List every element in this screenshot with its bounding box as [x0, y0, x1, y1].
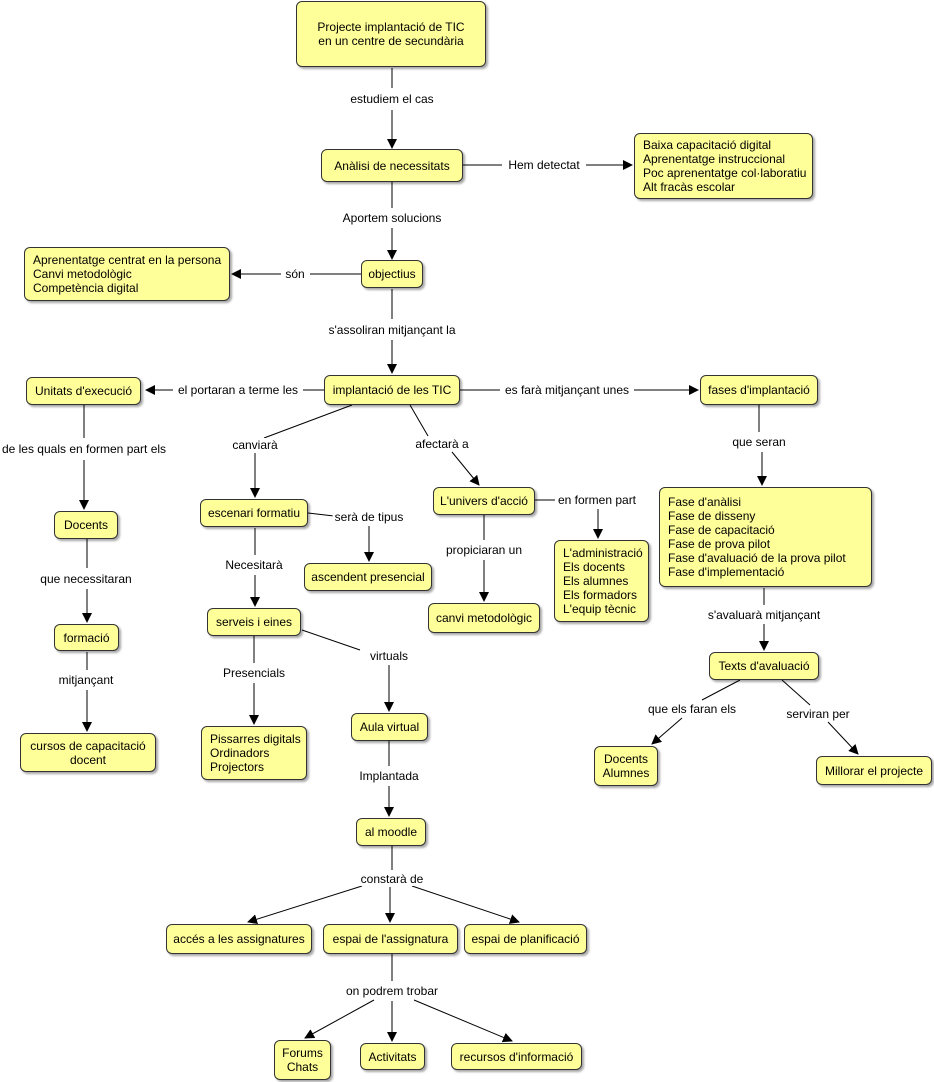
label-faran: que els faran els	[645, 702, 739, 716]
edge-serveis-virtuals	[301, 629, 361, 651]
node-objectius: objectius	[361, 260, 423, 288]
edge-afectara-univers	[451, 451, 480, 486]
label-aportem: Aportem solucions	[340, 211, 444, 225]
label-presencials: Presencials	[220, 666, 288, 680]
node-moodle: al moodle	[356, 818, 426, 846]
edge-podrem-recursos	[413, 999, 513, 1043]
node-acces: accés a les assignatures	[166, 924, 312, 954]
edge-implantacio-canviara	[263, 404, 353, 439]
node-implantacio: implantació de les TIC	[324, 375, 460, 405]
node-ascendent: ascendent presencial	[304, 563, 432, 591]
node-millorar: Millorar el projecte	[816, 756, 932, 785]
node-fases: fases d'implantació	[700, 375, 818, 405]
node-espai-planificacio: espai de planificació	[464, 924, 587, 954]
label-podrem: on podrem trobar	[343, 984, 441, 998]
node-analisi: Anàlisi de necessitats	[321, 149, 463, 182]
node-escenari: escenari formatiu	[200, 499, 308, 527]
edge-serviran-millorar	[827, 721, 859, 755]
node-aula-virtual: Aula virtual	[351, 713, 428, 741]
label-quals: de les quals en formen part els	[0, 442, 169, 456]
node-projecte: Projecte implantació de TIC en un centre…	[296, 1, 486, 67]
label-canviara: canviarà	[230, 438, 280, 452]
label-avaluara: s'avaluarà mitjançant	[705, 608, 823, 622]
edge-faran-docents	[651, 717, 683, 745]
node-activitats: Activitats	[360, 1043, 425, 1070]
label-virtuals: virtuals	[367, 649, 411, 663]
edge-constara-acces	[247, 885, 363, 925]
node-forums: Forums Chats	[274, 1040, 331, 1080]
label-propiciaran: propiciaran un	[443, 543, 525, 557]
node-formacio: formació	[54, 624, 119, 651]
label-afectara: afectarà a	[413, 437, 471, 451]
label-son: són	[283, 267, 307, 281]
edge-podrem-forums	[304, 999, 375, 1039]
node-unitats: Unitats d'execució	[26, 377, 141, 405]
node-recursos: recursos d'informació	[451, 1043, 582, 1070]
edge-escenari-sera	[307, 512, 335, 517]
label-formen-part: en formen part	[555, 493, 639, 507]
label-necessitaran: que necessitaran	[38, 572, 134, 586]
label-portaran: el portaran a terme les	[175, 383, 301, 397]
label-que-seran: que seran	[730, 435, 788, 449]
node-espai-assignatura: espai de l'assignatura	[323, 924, 458, 954]
label-serviran: serviran per	[784, 707, 852, 721]
edge-implantacio-afectara	[409, 404, 429, 437]
label-implantada: Implantada	[357, 769, 421, 783]
edge-constara-planificacio	[411, 885, 520, 924]
node-serveis: serveis i eines	[207, 608, 301, 636]
node-docents-alumnes: Docents Alumnes	[594, 746, 658, 786]
label-assoliran: s'assoliran mitjançant la	[326, 323, 458, 337]
node-pissarres: Pissarres digitals Ordinadors Projectors	[201, 726, 307, 780]
label-fara: es farà mitjançant unes	[502, 383, 632, 397]
node-univers-list: L'administració Els docents Els alumnes …	[554, 540, 649, 622]
node-cursos: cursos de capacitació docent	[20, 733, 156, 772]
node-univers: L'univers d'acció	[433, 487, 535, 515]
edge-texts-serviran	[781, 679, 811, 706]
node-texts: Texts d'avaluació	[709, 652, 819, 680]
label-hem-detectat: Hem detectat	[506, 158, 582, 172]
label-estudiem: estudiem el cas	[348, 92, 436, 106]
label-mitjancant: mitjançant	[56, 673, 116, 687]
label-constara: constarà de	[358, 872, 426, 886]
node-objectius-list: Aprenentatge centrat en la persona Canvi…	[24, 247, 230, 301]
label-sera-tipus: serà de tipus	[332, 510, 406, 524]
node-canvi: canvi metodològic	[428, 603, 540, 633]
label-necessitara: Necesitarà	[223, 558, 285, 572]
edge-texts-faran	[701, 679, 741, 701]
node-detectat-list: Baixa capacitació digital Aprenentatge i…	[634, 133, 813, 199]
node-fases-list: Fase d'anàlisi Fase de disseny Fase de c…	[659, 487, 872, 587]
node-docents: Docents	[54, 511, 118, 539]
